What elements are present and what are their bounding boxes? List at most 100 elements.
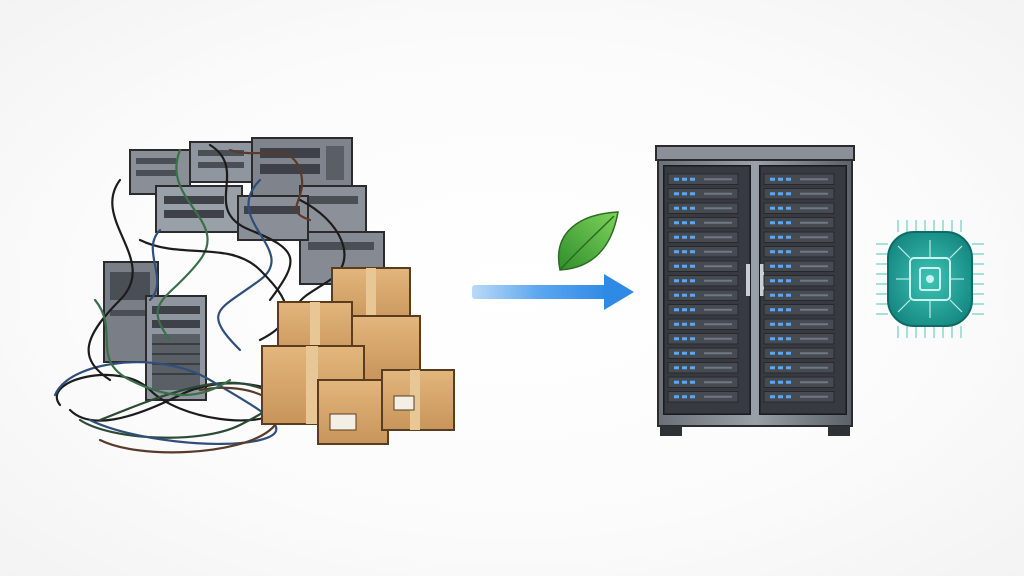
leaf-icon [557, 211, 619, 271]
rack-led [770, 206, 775, 210]
rack-slot [704, 352, 732, 355]
rack-unit [667, 188, 739, 200]
rack-unit [763, 376, 835, 388]
rack-led [674, 177, 679, 181]
rack-unit [667, 173, 739, 185]
rack-handle [746, 264, 750, 296]
rack-led [690, 221, 695, 225]
rack-led [690, 337, 695, 341]
rack-led [690, 395, 695, 399]
rack-slot [800, 178, 828, 181]
rack-slot [704, 323, 732, 326]
rack-unit [763, 231, 835, 243]
rack-slot [704, 337, 732, 340]
rack-led [770, 192, 775, 196]
rack-unit [763, 289, 835, 301]
rack-led [770, 351, 775, 355]
rack-led [674, 366, 679, 370]
rack-led [778, 250, 783, 254]
rack-led [778, 380, 783, 384]
rack-unit [667, 318, 739, 330]
rack-unit [667, 260, 739, 272]
rack-led [786, 395, 791, 399]
rack-units [763, 173, 835, 403]
rack-slot [800, 265, 828, 268]
rack-led [682, 264, 687, 268]
rack-unit [667, 347, 739, 359]
rack-led [770, 235, 775, 239]
rack-led [770, 337, 775, 341]
server-rack-icon [655, 145, 855, 436]
rack-slot [704, 381, 732, 384]
rack-led [786, 206, 791, 210]
rack-led [786, 192, 791, 196]
rack-slot [800, 236, 828, 239]
rack-led [770, 322, 775, 326]
rack-led [778, 351, 783, 355]
rack-led [786, 221, 791, 225]
rack-led [778, 206, 783, 210]
rack-unit [763, 246, 835, 258]
rack-led [674, 337, 679, 341]
rack-led [770, 366, 775, 370]
legacy-server-icon [189, 141, 255, 183]
rack-led [682, 235, 687, 239]
rack-led [770, 177, 775, 181]
rack-led [674, 351, 679, 355]
legacy-server-icon [299, 185, 367, 237]
rack-unit [667, 275, 739, 287]
rack-slot [704, 207, 732, 210]
rack-led [778, 192, 783, 196]
rack-led [778, 221, 783, 225]
rack-led [690, 192, 695, 196]
rack-led [690, 380, 695, 384]
rack-led [778, 279, 783, 283]
rack-slot [704, 178, 732, 181]
rack-led [770, 308, 775, 312]
rack-led [682, 351, 687, 355]
rack-unit [763, 318, 835, 330]
rack-led [786, 264, 791, 268]
rack-led [690, 293, 695, 297]
rack-led [786, 250, 791, 254]
rack-led [778, 395, 783, 399]
rack-led [770, 264, 775, 268]
rack-led [682, 322, 687, 326]
rack-led [674, 192, 679, 196]
arrow-right-icon [472, 274, 634, 310]
rack-units [667, 173, 739, 403]
rack-led [690, 235, 695, 239]
rack-led [778, 322, 783, 326]
rack-led [674, 279, 679, 283]
rack-led [690, 279, 695, 283]
rack-slot [704, 192, 732, 195]
rack-led [770, 279, 775, 283]
rack-unit [667, 202, 739, 214]
rack-led [682, 206, 687, 210]
rack-led [770, 293, 775, 297]
rack-led [682, 366, 687, 370]
rack-slot [800, 221, 828, 224]
rack-led [778, 177, 783, 181]
rack-unit [763, 275, 835, 287]
rack-unit [763, 347, 835, 359]
rack-slot [704, 265, 732, 268]
rack-led [778, 308, 783, 312]
rack-led [682, 250, 687, 254]
cardboard-box-icon [381, 369, 455, 431]
rack-led [786, 235, 791, 239]
rack-led [674, 293, 679, 297]
rack-led [778, 293, 783, 297]
rack-led [690, 206, 695, 210]
rack-unit [667, 289, 739, 301]
rack-unit [763, 173, 835, 185]
rack-slot [704, 279, 732, 282]
rack-unit [667, 391, 739, 403]
rack-led [674, 206, 679, 210]
rack-led [690, 351, 695, 355]
rack-unit [763, 304, 835, 316]
rack-slot [704, 221, 732, 224]
rack-slot [800, 337, 828, 340]
